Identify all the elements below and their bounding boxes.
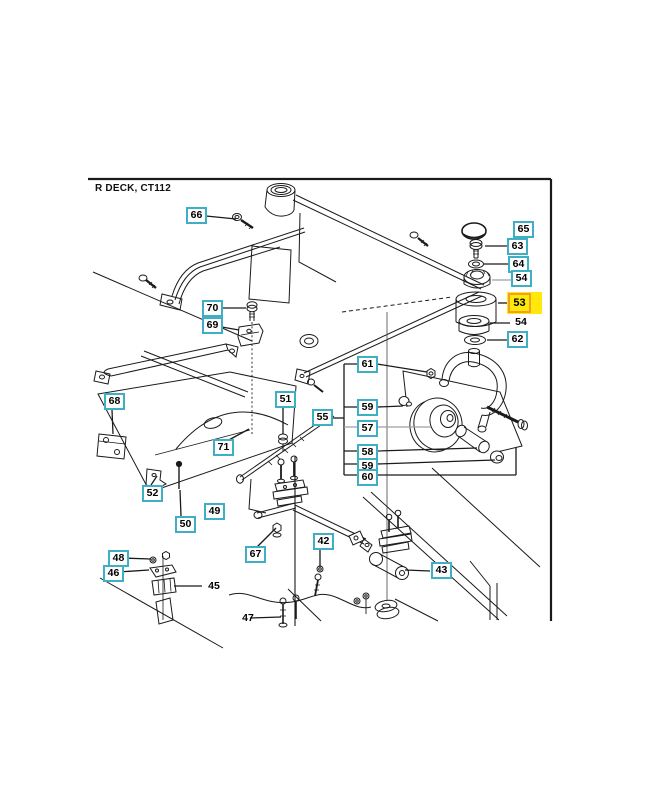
part-bracket-69 bbox=[237, 323, 264, 347]
part-spacer-53 bbox=[455, 291, 497, 327]
callout-54-lower[interactable]: 54 bbox=[515, 316, 527, 328]
callout-53[interactable]: 53 bbox=[508, 293, 531, 313]
part-cap-65 bbox=[461, 222, 487, 240]
callout-65[interactable]: 65 bbox=[513, 221, 534, 238]
part-spindle-tube bbox=[264, 183, 296, 217]
callout-66[interactable]: 66 bbox=[186, 207, 207, 224]
callout-45[interactable]: 45 bbox=[208, 580, 220, 592]
callout-42[interactable]: 42 bbox=[313, 533, 334, 550]
screw-top-icon bbox=[409, 231, 429, 247]
callout-70[interactable]: 70 bbox=[202, 300, 223, 317]
screw-bar-end-icon bbox=[307, 378, 324, 393]
callout-55[interactable]: 55 bbox=[312, 409, 333, 426]
part-axle-bolt-60 bbox=[486, 405, 528, 431]
part-deck-frame-left bbox=[93, 343, 249, 398]
diagram-title: R DECK, CT112 bbox=[95, 183, 171, 194]
callout-63[interactable]: 63 bbox=[507, 238, 528, 255]
part-bracket-68 bbox=[96, 433, 127, 460]
leader-lines bbox=[111, 215, 517, 619]
callout-68[interactable]: 68 bbox=[104, 393, 125, 410]
part-washer-64 bbox=[468, 259, 484, 269]
part-ring-54b bbox=[458, 315, 490, 335]
part-nut-61 bbox=[426, 367, 436, 380]
part-damper-43 bbox=[348, 530, 409, 580]
callout-47[interactable]: 47 bbox=[242, 612, 254, 624]
callout-71[interactable]: 71 bbox=[213, 439, 234, 456]
part-bearing-54a bbox=[463, 269, 491, 289]
callout-61[interactable]: 61 bbox=[357, 356, 378, 373]
part-nut-67 bbox=[272, 522, 282, 538]
callout-50[interactable]: 50 bbox=[175, 516, 196, 533]
callout-51[interactable]: 51 bbox=[275, 391, 296, 408]
part-caster-fork bbox=[439, 351, 507, 433]
frame-border bbox=[88, 177, 553, 621]
callout-54-upper[interactable]: 54 bbox=[511, 270, 532, 287]
part-deck-shell-edges bbox=[287, 467, 541, 622]
part-pin-50 bbox=[175, 460, 183, 489]
part-roller-58 bbox=[455, 424, 490, 454]
part-clamp-group-left bbox=[99, 550, 224, 649]
callout-57[interactable]: 57 bbox=[357, 420, 378, 437]
callout-52[interactable]: 52 bbox=[142, 485, 163, 502]
part-pivot-pin bbox=[468, 348, 480, 368]
part-bolt-42 bbox=[314, 565, 324, 597]
part-deck-rear-wall bbox=[92, 271, 253, 342]
part-bolt-70 bbox=[246, 301, 258, 436]
callout-46[interactable]: 46 bbox=[103, 565, 124, 582]
part-bushing-59a bbox=[398, 396, 412, 407]
part-caster-plate bbox=[402, 370, 523, 453]
part-caster-wheel bbox=[409, 397, 463, 453]
part-bushing-59b bbox=[490, 450, 504, 464]
callout-60[interactable]: 60 bbox=[357, 469, 378, 486]
callout-43[interactable]: 43 bbox=[431, 562, 452, 579]
screw-left-icon bbox=[138, 274, 157, 289]
callout-59-upper[interactable]: 59 bbox=[357, 399, 378, 416]
part-support-bar-left bbox=[159, 227, 306, 311]
callout-49[interactable]: 49 bbox=[204, 503, 225, 520]
callout-69[interactable]: 69 bbox=[202, 317, 223, 334]
screw-66-icon bbox=[232, 213, 254, 230]
part-washer-62 bbox=[464, 335, 486, 345]
part-bolt-63 bbox=[469, 239, 483, 259]
callout-67[interactable]: 67 bbox=[245, 546, 266, 563]
part-deck-left-half bbox=[97, 334, 319, 493]
callout-53-highlight[interactable]: 53 bbox=[507, 292, 542, 314]
callout-62[interactable]: 62 bbox=[507, 331, 528, 348]
part-antiscalp-bar bbox=[228, 593, 372, 609]
